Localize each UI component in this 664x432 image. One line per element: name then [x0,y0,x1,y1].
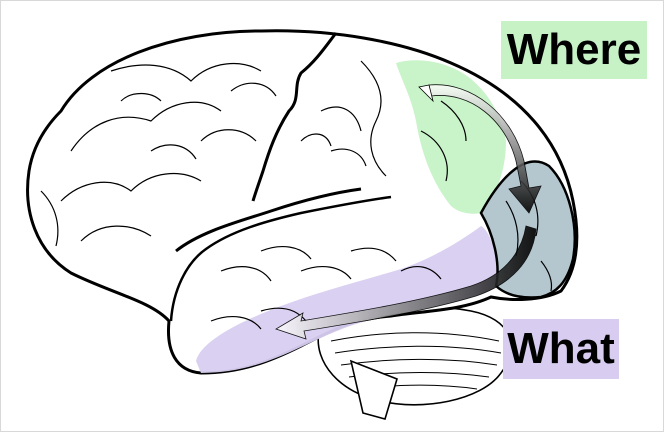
temporal-lobe-outline [169,195,392,322]
ventral-stream-region [196,226,498,373]
brainstem [349,359,398,420]
what-label: What [507,324,615,373]
what-label-background [503,319,619,379]
lateral-sulcus [175,187,362,253]
where-pathway-arrow [418,84,542,214]
where-label-background [501,21,647,79]
where-label: Where [506,25,642,74]
central-sulcus [251,32,338,202]
gyri-texture [40,60,553,330]
what-pathway-arrow [275,225,537,340]
